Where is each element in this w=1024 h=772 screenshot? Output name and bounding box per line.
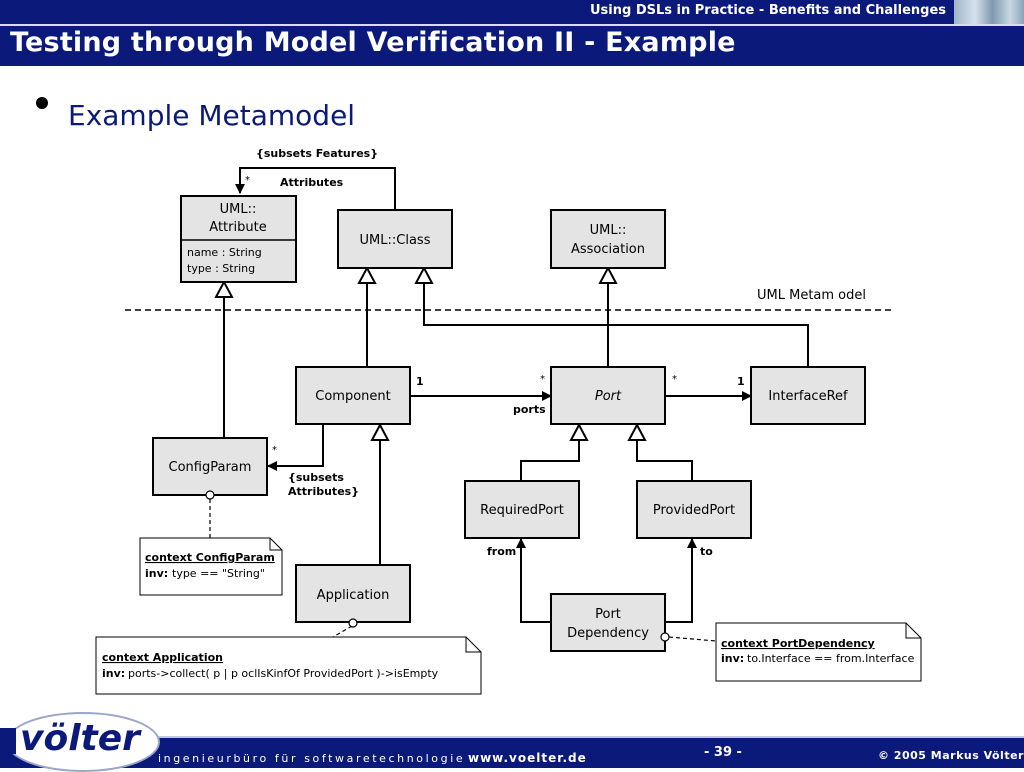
class-uml-association-line2: Association	[571, 242, 645, 257]
note-configparam-inv-keyword: inv:	[145, 567, 168, 580]
note-application-inv: ports->collect( p | p oclIsKinfOf Provid…	[128, 667, 439, 680]
bullet-dot	[36, 97, 48, 109]
edge-dependency-from	[516, 538, 551, 623]
edge-dependency-to	[665, 538, 697, 623]
class-interfaceref: InterfaceRef	[750, 366, 866, 425]
class-uml-class-label: UML::Class	[360, 233, 431, 248]
page-number: - 39 -	[704, 745, 742, 760]
class-application-label: Application	[317, 588, 390, 603]
note-configparam-context: context ConfigParam	[145, 551, 275, 564]
generalization-triangle-class-1	[357, 265, 377, 284]
class-uml-association: UML:: Association	[550, 209, 666, 269]
class-providedport-label: ProvidedPort	[653, 503, 735, 518]
edge-requiredport-generalization	[520, 440, 580, 481]
class-port: Port	[550, 366, 666, 425]
presentation-subtitle: Using DSLs in Practice - Benefits and Ch…	[589, 3, 946, 18]
note-anchor-configparam	[205, 490, 215, 500]
class-providedport: ProvidedPort	[636, 480, 752, 539]
label-port-iface-one: 1	[737, 375, 745, 388]
note-portdependency: context PortDependency inv: to.Interface…	[715, 622, 922, 682]
header-bar	[0, 0, 1024, 66]
footer-url[interactable]: www.voelter.de	[468, 751, 587, 765]
label-config-star: *	[272, 445, 277, 456]
metamodel-boundary-label: UML Metam odel	[757, 288, 866, 303]
generalization-triangle-component	[370, 422, 390, 441]
note-anchor-application	[348, 618, 358, 628]
class-port-label: Port	[595, 389, 622, 404]
label-subsets-attributes-1: {subsets	[288, 471, 344, 484]
generalization-triangle-port-1	[569, 422, 589, 441]
label-from: from	[487, 545, 516, 558]
slide-title: Testing through Model Verification II - …	[10, 27, 736, 58]
generalization-triangle-attribute	[214, 279, 234, 298]
class-interfaceref-label: InterfaceRef	[768, 389, 848, 404]
class-uml-class: UML::Class	[337, 209, 453, 269]
label-ports: ports	[513, 403, 546, 416]
class-portdependency: Port Dependency	[550, 593, 666, 652]
generalization-triangle-port-2	[627, 422, 647, 441]
footer-tagline: ingenieurbüro für softwaretechnologie	[158, 752, 466, 765]
label-subsets-features: {subsets Features}	[256, 147, 378, 160]
label-to: to	[700, 545, 713, 558]
label-attributes: Attributes	[280, 176, 344, 189]
class-uml-attribute-attr1: name : String	[187, 246, 262, 259]
class-requiredport: RequiredPort	[464, 480, 580, 539]
class-uml-attribute-line1: UML::	[220, 202, 257, 217]
class-application: Application	[295, 564, 411, 623]
bullet-text: Example Metamodel	[68, 99, 356, 132]
class-uml-attribute-line2: Attribute	[209, 220, 266, 235]
note-application-context: context Application	[102, 651, 223, 664]
note-link-portdependency	[668, 636, 717, 642]
footer-divider	[0, 736, 1024, 738]
copyright: © 2005 Markus Völter	[878, 749, 1024, 762]
note-portdependency-inv-keyword: inv:	[721, 652, 744, 665]
class-configparam-label: ConfigParam	[169, 460, 252, 475]
generalization-triangle-association	[598, 265, 618, 284]
note-portdependency-context: context PortDependency	[721, 637, 875, 650]
edge-class-attributes	[235, 167, 396, 210]
logo-text: völter	[20, 718, 140, 759]
label-port-iface-star: *	[672, 374, 677, 385]
note-configparam: context ConfigParam inv: type == "String…	[139, 537, 283, 596]
note-application: context Application inv: ports->collect(…	[95, 636, 482, 695]
class-configparam: ConfigParam	[152, 437, 268, 496]
note-portdependency-inv: to.Interface == from.Interface	[747, 652, 915, 665]
class-uml-attribute-attr2: type : String	[187, 262, 255, 275]
class-component-label: Component	[315, 389, 390, 404]
note-anchor-portdependency	[660, 632, 670, 642]
label-comp-port-star: *	[540, 374, 545, 385]
logo-badge	[6, 712, 160, 772]
class-portdependency-line2: Dependency	[567, 626, 649, 641]
header-photo	[954, 0, 1024, 24]
label-attributes-star: *	[245, 175, 250, 186]
logo-mark	[0, 728, 16, 754]
note-link-application	[332, 625, 353, 638]
class-component: Component	[295, 366, 411, 425]
note-application-inv-keyword: inv:	[102, 667, 125, 680]
class-portdependency-line1: Port	[595, 607, 621, 622]
footer-bar	[0, 738, 1024, 768]
generalization-triangle-class-2	[414, 265, 434, 284]
metamodel-diagram: UML Metam odel {subsets Features} Attrib…	[95, 147, 922, 695]
note-configparam-inv: type == "String"	[172, 567, 265, 580]
class-uml-attribute: UML:: Attribute name : String type : Str…	[180, 195, 297, 283]
edge-metamodel-class-bus	[423, 283, 809, 367]
label-comp-port-one: 1	[416, 375, 424, 388]
class-uml-association-line1: UML::	[590, 223, 627, 238]
edge-providedport-generalization	[636, 440, 693, 481]
header-divider	[0, 24, 1024, 26]
label-subsets-attributes-2: Attributes}	[288, 485, 359, 498]
class-requiredport-label: RequiredPort	[480, 503, 564, 518]
edge-component-configparam	[267, 424, 324, 471]
